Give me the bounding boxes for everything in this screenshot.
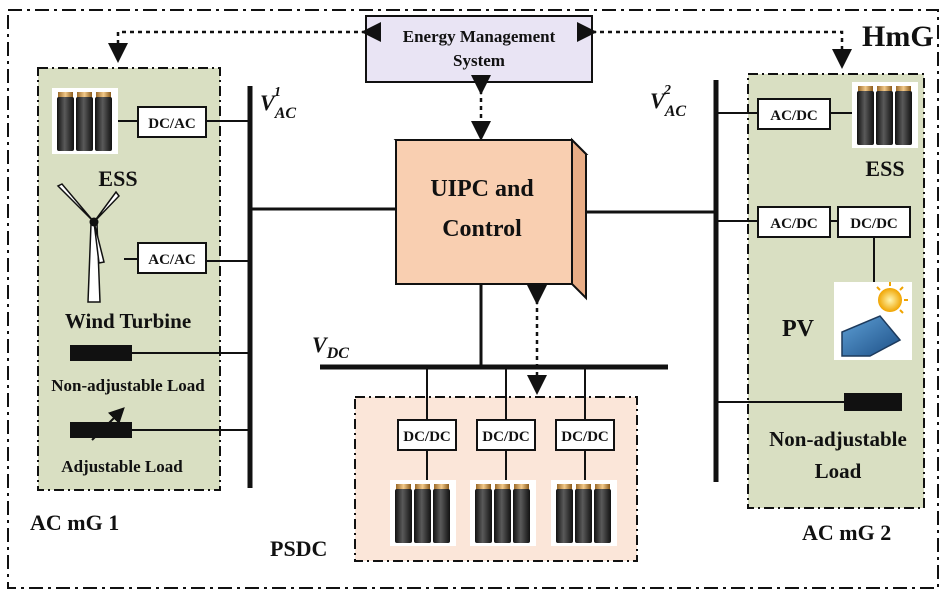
uipc-label-line1: UIPC and [430,176,534,202]
mg1-adj-label: Adjustable Load [61,457,183,476]
mg2-load-line1: Non-adjustable [769,427,907,451]
mg1-ess-battery-icon [52,88,118,154]
mg2-load-icon [844,393,902,411]
hmg-border [7,9,939,589]
ems-label-line2: System [453,51,505,70]
mg1-title: AC mG 1 [30,510,119,535]
mg2-load-line2: Load [815,459,862,483]
mg1-adj-arrow-icon [91,407,125,441]
uipc-label-line2: Control [442,216,522,242]
psdc-unit-1: DC/DC [390,367,457,546]
wind-turbine-icon [56,183,120,303]
hmg-label: HmG [862,20,934,53]
psdc-battery-icon [551,480,617,546]
psdc-converter-label: DC/DC [403,429,451,445]
psdc-converter-label: DC/DC [482,429,530,445]
mg2-pv-label: PV [782,316,815,342]
psdc-unit-2: DC/DC [470,367,536,546]
mg2-pv-converter2-label: DC/DC [850,216,898,232]
psdc-title: PSDC [270,536,327,561]
uipc-block [393,137,589,301]
mg1-wind-label: Wind Turbine [65,309,191,333]
vac1-superscript: 1 [274,85,281,100]
ems-link-mg2 [577,22,852,69]
mg1-nonadj-label: Non-adjustable Load [51,376,205,395]
ems-label-line1: Energy Management [403,27,556,46]
vdc-label: VDC [312,332,349,362]
ems-box [365,15,593,83]
mg1-wind-converter-box [137,242,207,274]
mg1-nonadj-load-icon [70,345,132,361]
vac2-superscript: 2 [663,83,671,98]
mg1-ess-converter-label: DC/AC [148,116,196,132]
mg2-pv-converter1-box [757,206,831,238]
mg1-ess-converter-box [137,106,207,138]
vac1-label: VAC [260,90,296,122]
mg2-ess-label: ESS [865,156,904,181]
psdc-battery-icon [390,480,456,546]
psdc-unit-3: DC/DC [551,367,617,546]
mg2-ess-battery-icon [852,82,918,148]
mg2-ess-converter-label: AC/DC [770,108,818,124]
vac2-label: VAC [650,88,686,120]
pv-panel-icon [834,282,912,360]
ems-link-mg1 [108,22,381,63]
mg2-title: AC mG 2 [802,520,891,545]
mg2-pv-converter1-label: AC/DC [770,216,818,232]
mg1-ess-label: ESS [98,166,137,191]
psdc-battery-icon [470,480,536,546]
psdc-converter-label: DC/DC [561,429,609,445]
mg1-wind-converter-label: AC/AC [148,252,196,268]
